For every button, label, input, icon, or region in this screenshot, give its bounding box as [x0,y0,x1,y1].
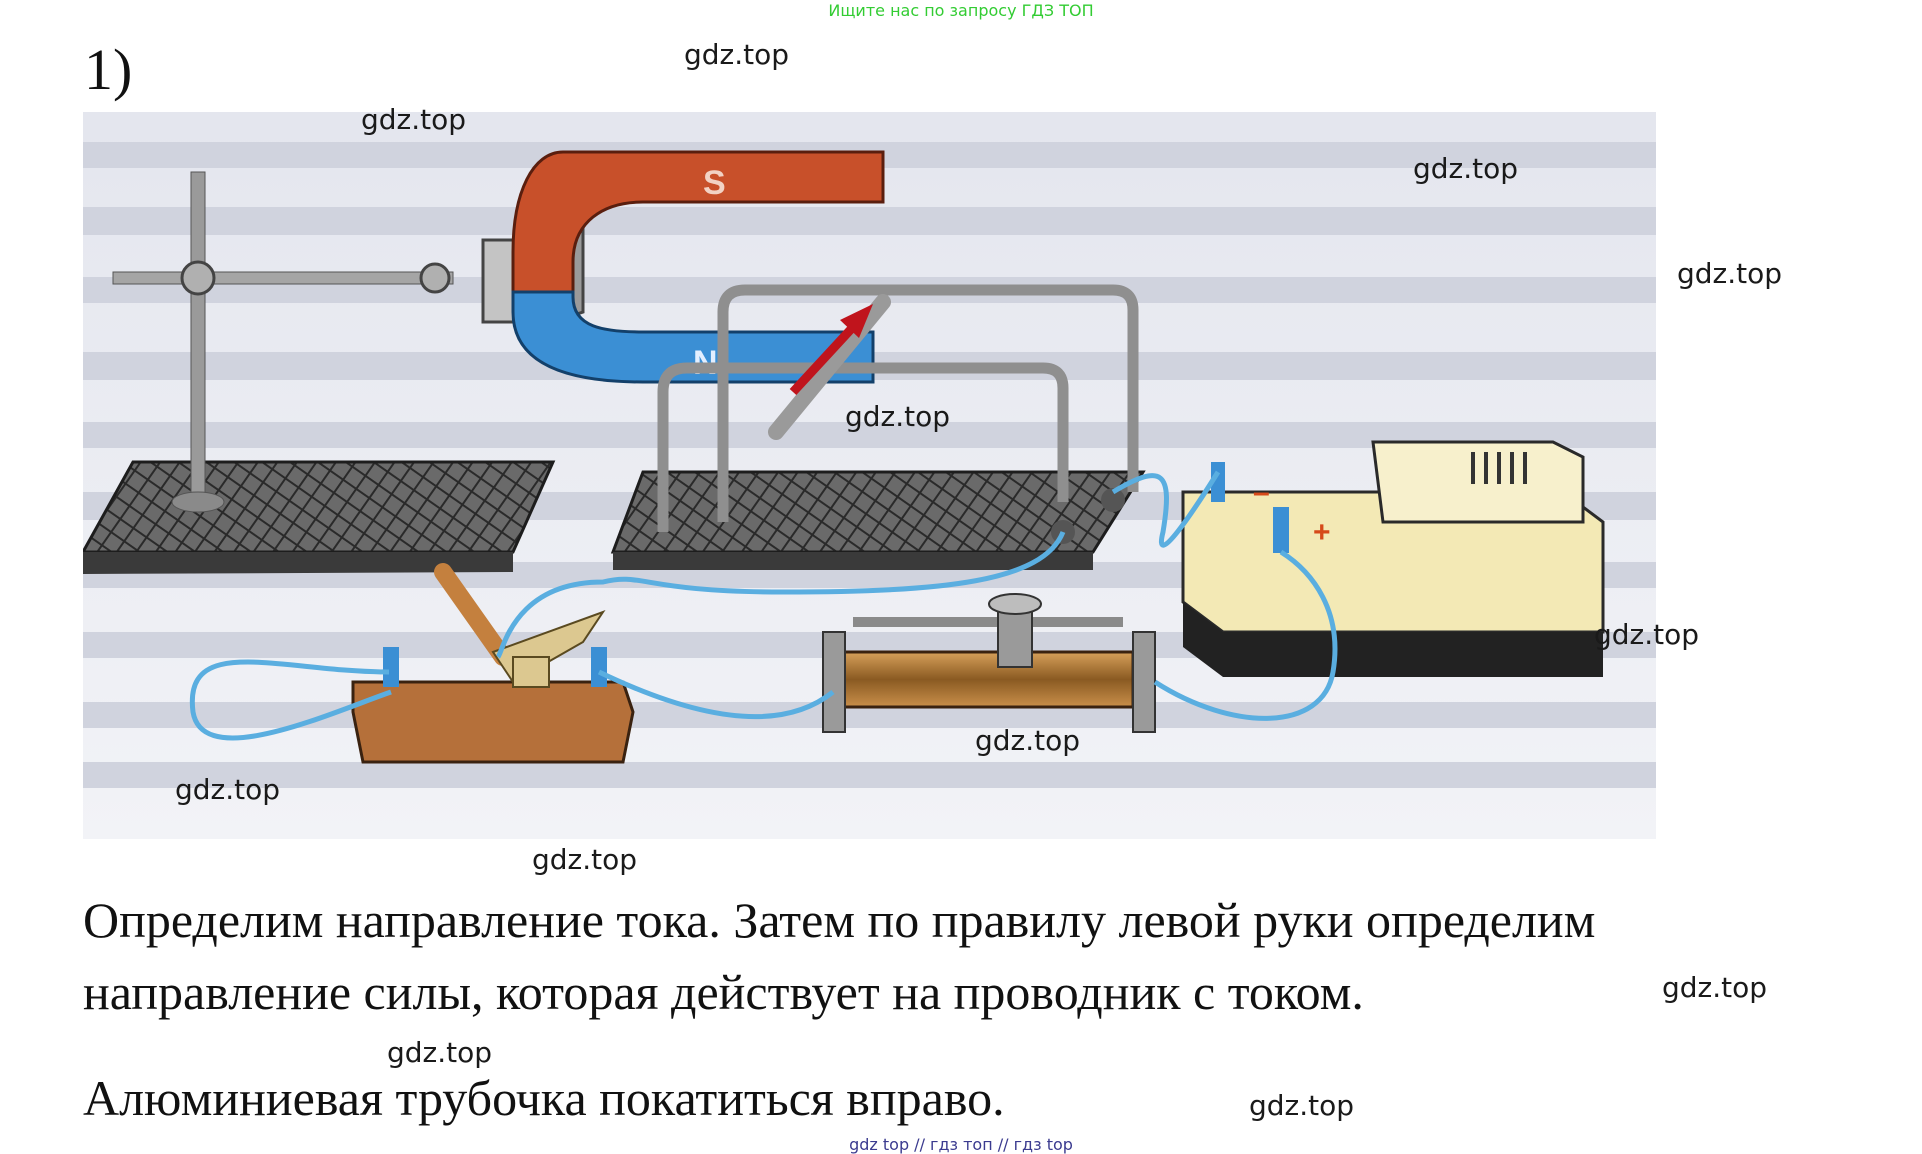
watermark-1: gdz.top [684,38,790,71]
watermark-10: gdz.top [1662,971,1768,1004]
solution-line-2: направление силы, которая действует на п… [83,964,1364,1020]
magnet-south-label: S [703,164,726,202]
rheostat [822,593,1156,733]
watermark-5: gdz.top [845,400,951,433]
aluminium-rod [768,294,891,440]
connecting-wires [189,470,1338,741]
watermark-12: gdz.top [1249,1089,1355,1122]
battery-plus-label: + [1313,516,1331,549]
battery: – + [1181,440,1605,677]
watermark-8: gdz.top [175,773,281,806]
lab-stand [112,171,454,513]
solution-line-3: Алюминиевая трубочка покатиться вправо. [83,1070,1005,1126]
watermark-4: gdz.top [1677,257,1783,290]
watermark-6: gdz.top [1594,618,1700,651]
battery-terminal-plus [1273,507,1289,553]
footer-links: gdz top // гдз топ // гдз top [849,1135,1073,1154]
task-number: 1) [84,37,133,102]
force-arrow [789,304,873,396]
solution-line-1: Определим направление тока. Затем по пра… [83,892,1596,948]
watermark-2: gdz.top [361,103,467,136]
magnet-north-arm [511,290,875,384]
magnet-south-arm [511,150,885,294]
knife-switch [351,563,635,764]
rail-apparatus [610,284,1146,570]
watermark-7: gdz.top [975,724,1081,757]
experiment-figure: S N – + [83,112,1656,839]
top-banner: Ищите нас по запросу ГДЗ ТОП [828,1,1094,20]
watermark-9: gdz.top [532,843,638,876]
battery-terminal-minus [1211,462,1225,502]
horseshoe-magnet: S N [511,150,885,384]
stand-base-left [83,460,556,574]
watermark-3: gdz.top [1413,152,1519,185]
battery-minus-label: – [1253,476,1270,509]
watermark-11: gdz.top [387,1036,493,1069]
